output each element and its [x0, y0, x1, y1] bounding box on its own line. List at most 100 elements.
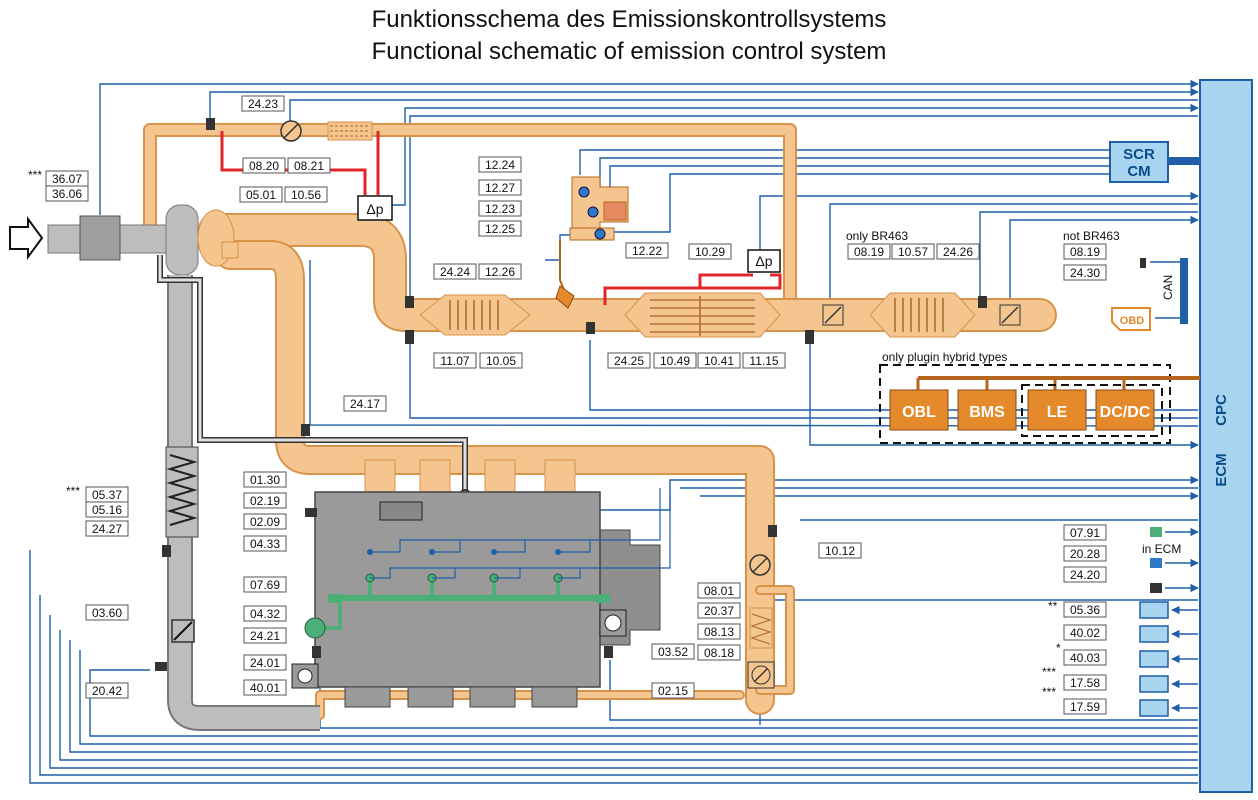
label-text: 02.09	[250, 515, 280, 529]
label-text: 24.30	[1070, 266, 1100, 280]
label-text: 24.17	[350, 397, 380, 411]
label-07-69: 07.69	[243, 576, 287, 593]
sensor-20-28-icon	[1150, 558, 1162, 568]
label-40-01: 40.01	[243, 679, 287, 696]
stars-36-07: ***	[28, 168, 42, 182]
label-text: 05.01	[246, 188, 276, 202]
sensor-24-17-icon	[301, 424, 310, 436]
bms-label: BMS	[969, 404, 1005, 421]
label-05-16: 05.16	[85, 501, 129, 518]
label-10-49: 10.49	[653, 352, 697, 369]
label-text: 08.21	[294, 159, 324, 173]
cpc-label: CPC	[1213, 394, 1230, 426]
sensors	[155, 118, 1162, 671]
label-text: 07.91	[1070, 526, 1100, 540]
scr-cm-module: SCR CM	[1109, 141, 1200, 183]
ecm-label: ECM	[1213, 453, 1230, 486]
label-10-41: 10.41	[697, 352, 741, 369]
label-text: 12.26	[485, 265, 515, 279]
label-text: 24.01	[250, 656, 280, 670]
bms-box	[957, 389, 1017, 431]
label-text: 02.15	[658, 684, 688, 698]
label-text: 40.02	[1070, 626, 1100, 640]
label-07-91: 07.91	[1063, 524, 1107, 541]
label-text: 24.25	[614, 354, 644, 368]
air-mass-sensor-icon	[79, 215, 121, 261]
arrow-right-icon	[9, 215, 44, 261]
title-english: Functional schematic of emission control…	[371, 38, 887, 65]
engine-internal-signals	[370, 488, 671, 579]
label-12-22: 12.22	[625, 242, 669, 259]
sensor-24-24-icon	[405, 296, 414, 308]
label-24-26: 24.26	[936, 243, 980, 260]
fuel-rail	[304, 549, 600, 639]
le-label: LE	[1047, 404, 1068, 421]
label-04-32: 04.32	[243, 605, 287, 622]
label-01-30: 01.30	[243, 471, 287, 488]
label-24-25: 24.25	[607, 352, 651, 369]
scr-catalyst-10-57	[869, 292, 976, 338]
label-08-13: 08.13	[697, 623, 741, 640]
note-in-ecm: in ECM	[1142, 542, 1181, 556]
scr-label: SCR	[1123, 146, 1155, 163]
label-36-07: 36.07	[45, 170, 89, 187]
stars-40-03: *	[1056, 641, 1061, 655]
sensor-24-30-icon	[1140, 258, 1146, 268]
sensor-20-37-icon	[596, 594, 610, 603]
label-12-25: 12.25	[478, 220, 522, 237]
label-text: 10.56	[291, 188, 321, 202]
egr-valve-03-60	[171, 619, 195, 643]
sensor-07-91-icon	[1150, 527, 1162, 537]
dcdc-box	[1095, 389, 1155, 431]
label-08-01: 08.01	[697, 582, 741, 599]
turbocharger	[165, 204, 239, 276]
label-24-27: 24.27	[85, 520, 129, 537]
label-11-15: 11.15	[742, 352, 786, 369]
dp-label-1: Δp	[366, 201, 383, 217]
label-10-05: 10.05	[479, 352, 523, 369]
title-german: Funktionsschema des Emissionskontrollsys…	[371, 6, 887, 33]
obd-connector: OBD	[1111, 307, 1151, 331]
label-text: 05.16	[92, 503, 122, 517]
label-12-27: 12.27	[478, 179, 522, 196]
label-text: 24.23	[248, 97, 278, 111]
label-text: 10.05	[486, 354, 516, 368]
label-text: 12.25	[485, 222, 515, 236]
label-text: 24.21	[250, 629, 280, 643]
label-text: 03.60	[92, 606, 122, 620]
flap-08-19a	[822, 304, 844, 326]
label-text: 20.42	[92, 684, 122, 698]
label-36-06: 36.06	[45, 185, 89, 202]
label-17-59: 17.59	[1063, 698, 1107, 715]
throttle-08-01	[749, 554, 771, 576]
label-05-36: 05.36	[1063, 601, 1107, 618]
label-text: 36.06	[52, 187, 82, 201]
label-24-17: 24.17	[343, 395, 387, 412]
egr-pipe	[157, 255, 471, 731]
stars-05-36: **	[1048, 599, 1058, 613]
hybrid-group: only plugin hybrid types OBL BMS LE DC/D…	[879, 350, 1200, 444]
label-text: 03.52	[658, 645, 688, 659]
note-not-br463: not BR463	[1063, 229, 1120, 243]
input-blocks	[1139, 601, 1169, 717]
label-24-30: 24.30	[1063, 264, 1107, 281]
label-24-24: 24.24	[433, 263, 477, 280]
dosing-valve-icon	[555, 285, 575, 309]
label-text: 20.37	[704, 604, 734, 618]
label-text: 10.29	[695, 245, 725, 259]
label-12-26: 12.26	[478, 263, 522, 280]
cooler-08-13	[749, 607, 773, 649]
label-text: 07.69	[250, 578, 280, 592]
obl-box	[889, 389, 949, 431]
label-text: 17.58	[1070, 676, 1100, 690]
flap-08-19b	[999, 304, 1021, 326]
catalyst-10-05	[419, 294, 531, 336]
label-text: 08.19	[1070, 245, 1100, 259]
label-11-07: 11.07	[433, 352, 477, 369]
label-04-33: 04.33	[243, 535, 287, 552]
label-08-19: 08.19	[1063, 243, 1107, 260]
label-text: 04.32	[250, 607, 280, 621]
label-08-20: 08.20	[242, 157, 286, 174]
